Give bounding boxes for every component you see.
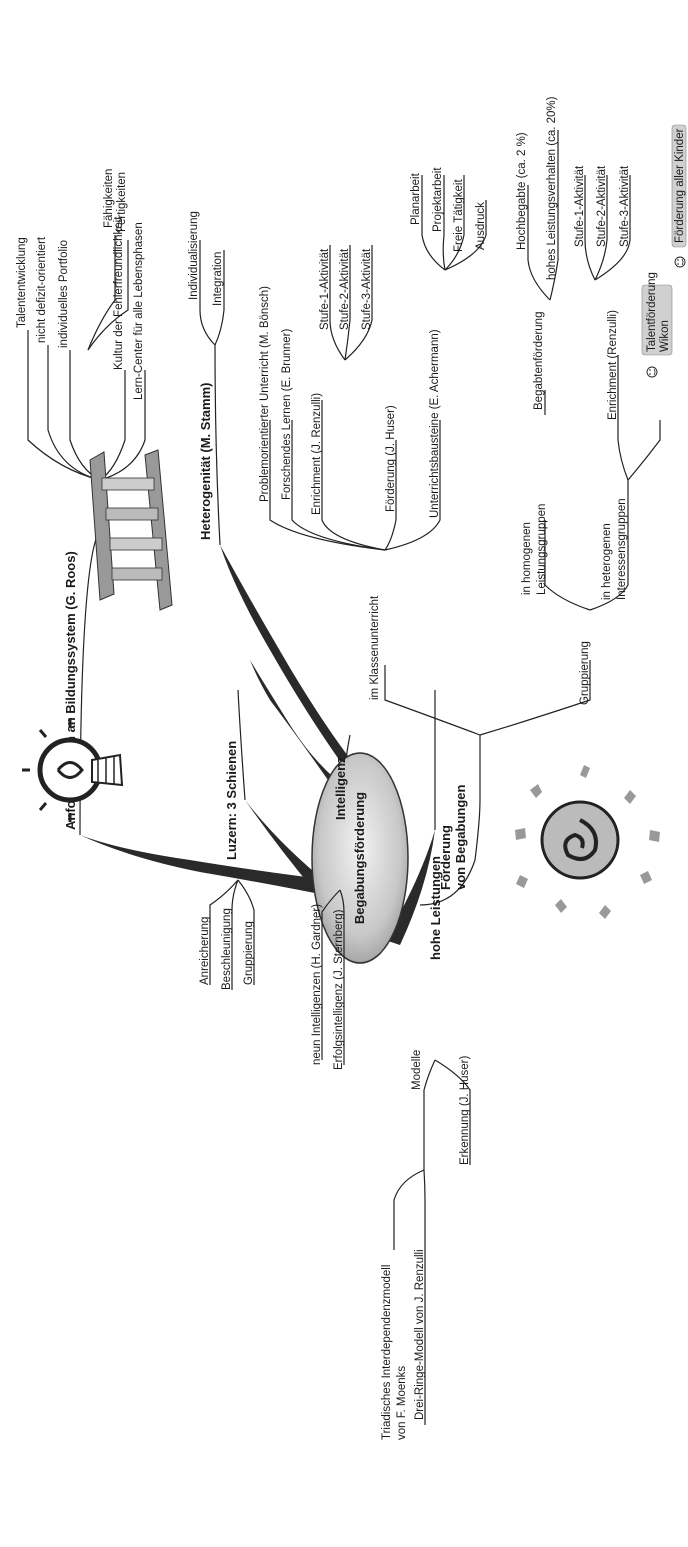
stamm-title: Heterogenität (M. Stamm) — [198, 383, 213, 540]
center-bubble — [311, 752, 409, 964]
stamm-branch: Heterogenität (M. Stamm) Individualisier… — [188, 211, 225, 540]
bausteine-sub-2: Projektarbeit — [432, 167, 444, 232]
stamm-item-1: Individualisierung — [188, 211, 200, 300]
stamm-item-2: Integration — [212, 252, 224, 306]
homogen-line-2: Leistungsgruppen — [536, 504, 548, 595]
klassen-label: im Klassenunterricht — [369, 595, 381, 700]
foerderung-title-2: von Begabungen — [453, 784, 468, 890]
erkennung-label: Erkennung (J. Huser) — [459, 1056, 471, 1165]
foerderung-branch: Förderung von Begabungen im Klassenunter… — [259, 96, 687, 890]
bausteine-sub-4: Ausdruck — [475, 202, 487, 250]
leistungen-title: hohe Leistungen — [428, 856, 443, 960]
lightbulb-icon — [22, 718, 124, 822]
begabten-label: Begabtenförderung — [533, 312, 545, 410]
branch-stamm-thick — [220, 545, 365, 778]
klassen-enrich-sub-1: Stufe-1-Aktivität — [319, 248, 331, 330]
luzern-branch: Luzern: 3 Schienen Anreicherung Beschleu… — [199, 741, 255, 990]
intelligenz-title: Intelligenz — [333, 756, 348, 820]
center-label: Begabungsförderung — [352, 792, 367, 924]
modelle-sub-2: von F. Moenks — [396, 1366, 408, 1440]
klassen-item-5: Unterrichtsbausteine (E. Achermann) — [429, 329, 441, 518]
hetero-enrich-sub-1: Stufe-1-Aktivität — [574, 165, 586, 247]
roos-portfolio-sub-1: Fähigkeiten — [103, 169, 115, 228]
foerderung-title-1: Förderung — [438, 825, 453, 890]
gruppierung-label: Gruppierung — [579, 641, 591, 705]
sun-icon — [515, 765, 660, 919]
intelligenz-item-2: Erfolgsintelligenz (J. Sternberg) — [333, 909, 345, 1070]
stamm-line — [214, 344, 221, 546]
smiley-icon — [674, 256, 686, 268]
intelligenz-branch: Intelligenz neun Intelligenzen (H. Gardn… — [311, 756, 348, 1070]
thin-branches — [79, 344, 481, 906]
roos-item-2: nicht defizit-orientiert — [36, 236, 48, 343]
luzern-title: Luzern: 3 Schienen — [224, 741, 239, 860]
smiley-icon — [646, 366, 658, 378]
luzern-item-3: Gruppierung — [243, 921, 255, 985]
modelle-sub-3: Drei-Ringe-Modell von J. Renzulli — [414, 1249, 426, 1420]
roos-item-1: Talententwicklung — [16, 237, 28, 328]
branch-luzern-thick — [245, 800, 330, 895]
modelle-label: Modelle — [411, 1050, 423, 1090]
luzern-line — [237, 689, 246, 801]
foerderung-line — [419, 735, 481, 906]
klassen-item-2: Forschendes Lernen (E. Brunner) — [281, 329, 293, 500]
begabten-sub-1: Hochbegabte (ca. 2 %) — [516, 132, 528, 250]
hetero-enrich-sub-2: Stufe-2-Aktivität — [596, 165, 608, 247]
begabten-sub-2: hohes Leistungsverhalten (ca. 20%) — [546, 96, 558, 280]
center-node: Begabungsförderung — [311, 752, 409, 964]
klassen-enrich-sub-3: Stufe-3-Aktivität — [361, 248, 373, 330]
talent-line-1: Talentförderung — [646, 272, 658, 352]
alle-label: Förderung aller Kinder — [674, 128, 686, 243]
talent-line-2: Wikon — [659, 320, 671, 352]
leistungen-branch: hohe Leistungen Modelle Triadisches Inte… — [381, 856, 471, 1440]
hetero-enrich-sub-3: Stufe-3-Aktivität — [619, 165, 631, 247]
hetero-enrichment-label: Enrichment (Renzulli) — [607, 310, 619, 420]
klassen-item-1: Problemorientierter Unterricht (M. Bönsc… — [259, 286, 271, 502]
roos-item-5: Lern-Center für alle Lebensphasen — [133, 222, 145, 400]
klassen-item-3: Enrichment (J. Renzulli) — [311, 393, 323, 515]
bausteine-sub-1: Planarbeit — [410, 172, 422, 225]
homogen-line-1: in homogenen — [521, 522, 533, 595]
ladder-icon — [89, 449, 173, 611]
intelligenz-item-1: neun Intelligenzen (H. Gardner) — [311, 904, 323, 1065]
modelle-sub-1: Triadisches Interdependenzmodell — [381, 1265, 393, 1440]
bausteine-sub-3: Freie Tätigkeit — [453, 179, 465, 252]
branch-roos-thick — [80, 835, 330, 896]
klassen-enrich-sub-2: Stufe-2-Aktivität — [339, 248, 351, 330]
luzern-item-1: Anreicherung — [199, 917, 211, 985]
heterogen-line-1: in heterogenen — [601, 523, 613, 600]
talent-highlight — [641, 284, 673, 356]
alle-highlight — [671, 124, 687, 248]
roos-item-4: Kultur der Fehlerfreundlichkeit — [113, 216, 125, 370]
klassen-item-4: Förderung (J. Huser) — [385, 405, 397, 512]
heterogen-line-2: Interessensgruppen — [616, 498, 628, 600]
roos-portfolio-sub-2: Fertigkeiten — [116, 172, 128, 232]
roos-item-3: individuelles Portfolio — [58, 240, 70, 348]
luzern-item-2: Beschleunigung — [221, 908, 233, 990]
